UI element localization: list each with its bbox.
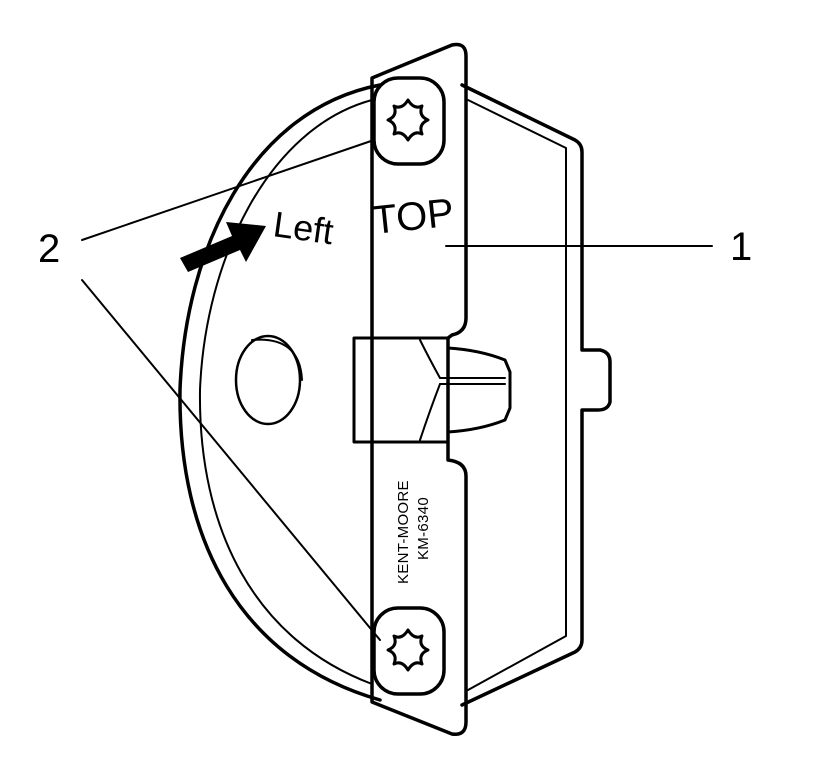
direction-label: Left bbox=[271, 203, 336, 252]
callout-1-label: 1 bbox=[730, 225, 752, 269]
leader-line-2-upper bbox=[81, 139, 375, 241]
slot-curve-upper bbox=[419, 339, 441, 379]
direction-arrow-icon bbox=[180, 222, 266, 272]
housing-boss bbox=[234, 334, 302, 426]
tool-plate bbox=[370, 42, 468, 736]
slot-block bbox=[352, 336, 512, 444]
housing-inner-edge bbox=[198, 99, 373, 685]
brand-line-2: KM-6340 bbox=[415, 497, 432, 560]
tool-rear-box bbox=[460, 83, 612, 707]
callout-2-label: 2 bbox=[38, 227, 60, 271]
housing-body bbox=[178, 83, 382, 702]
housing-boss-edge bbox=[251, 338, 303, 381]
slot-curve-lower bbox=[419, 383, 441, 441]
plate-top-marking: TOP bbox=[370, 191, 456, 243]
torx-bolt-icon bbox=[372, 76, 446, 166]
brand-line-1: KENT-MOORE bbox=[395, 480, 412, 584]
torx-bolt-icon bbox=[372, 606, 446, 696]
tool-rear-inner bbox=[467, 99, 567, 691]
leader-line-2-lower bbox=[81, 279, 381, 641]
